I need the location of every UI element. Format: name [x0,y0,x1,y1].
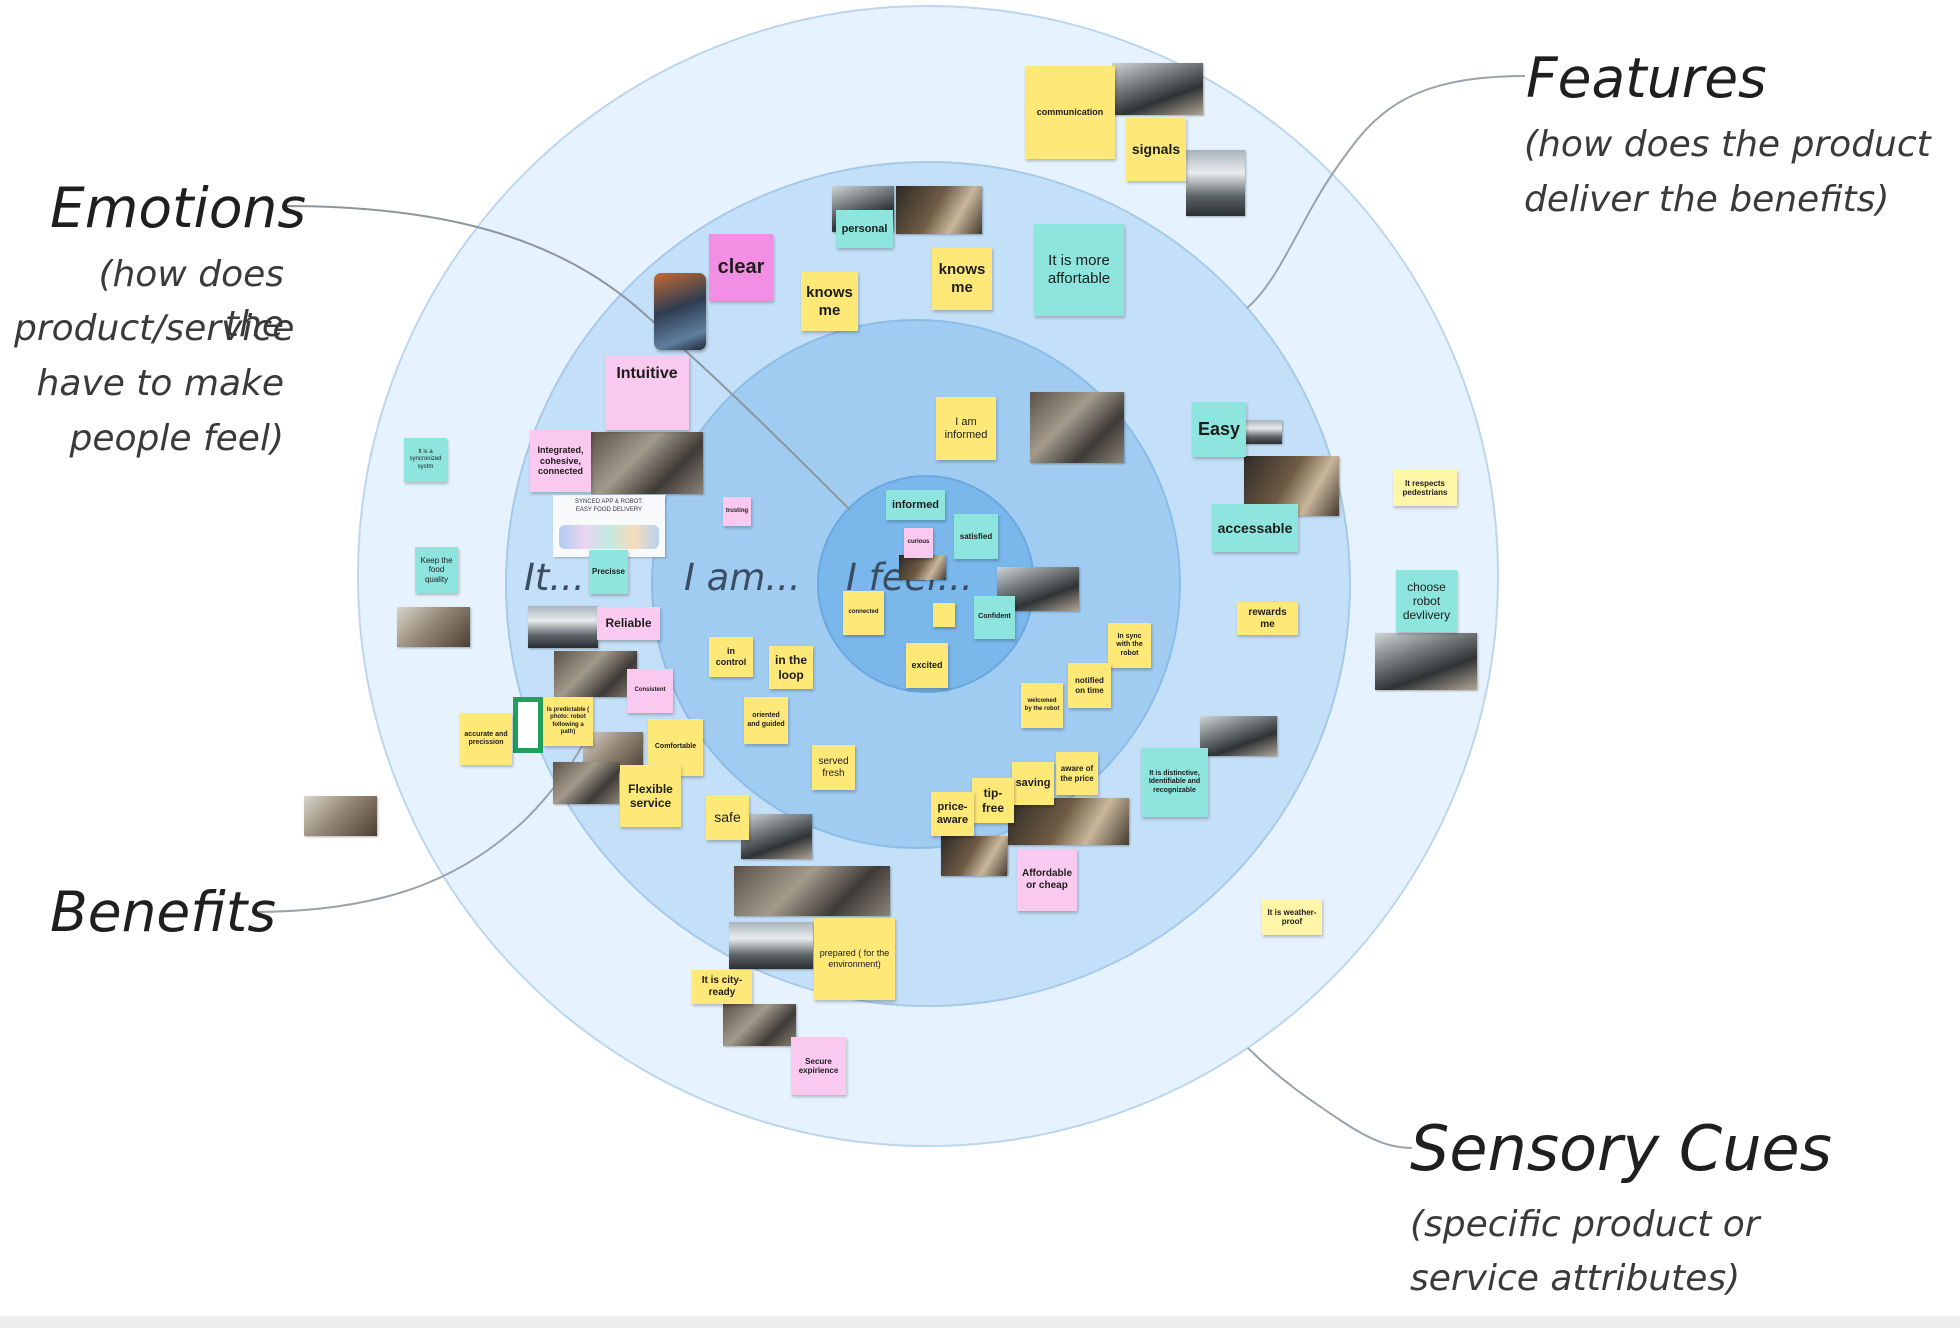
sticky-prepared[interactable]: prepared ( for the environment) [814,918,895,1000]
photo-curious-thumb [899,555,946,580]
sticky-confident[interactable]: Confident [974,596,1015,639]
sticky-excited[interactable]: excited [906,643,948,688]
photo-robot-consistent [554,651,637,697]
photo-robot-crosswalk [1030,392,1124,463]
photo-restaurant-2 [1008,798,1129,845]
sticky-secure[interactable]: Secure expirience [791,1037,846,1095]
sticky-predictable[interactable]: Is predictable ( photo: robot following … [543,697,593,746]
features-heading: Features [1526,46,1767,110]
photo-easy-thumb [1244,420,1282,444]
photo-city-robot-1 [591,432,703,494]
photo-robots-parked [1200,716,1277,756]
sticky-saving[interactable]: saving [1012,762,1054,805]
sticky-signals[interactable]: signals [1126,118,1186,181]
sticky-oriented[interactable]: oriented and guided [744,697,788,744]
sticky-integrated[interactable]: Integrated, cohesive, connected [530,430,591,492]
sticky-consistent[interactable]: Consistent [627,669,673,713]
photo-robot-reliable [528,606,598,648]
sticky-personal[interactable]: personal [836,210,893,248]
ring-label-i-am: I am... [684,556,801,599]
sticky-distinctive[interactable]: It is distinctive, Identifiable and reco… [1141,748,1208,817]
sticky-informed[interactable]: informed [886,490,945,520]
photo-robot-bike-lane [723,1004,796,1046]
infographic-title-line1: SYNCED APP & ROBOT: [575,499,643,505]
sensory-subtitle-line2: service attributes) [1410,1258,1741,1299]
emotions-connector [283,205,851,511]
sticky-flexible[interactable]: Flexible service [620,765,681,827]
photo-people-street [896,186,982,234]
image-synced-app-infographic: SYNCED APP & ROBOT: EASY FOOD DELIVERY [553,495,665,557]
photo-robot-debris [734,866,890,916]
sticky-keep-food[interactable]: Keep the food quality [415,547,458,593]
sticky-easy[interactable]: Easy [1192,402,1246,457]
sticky-aware-price[interactable]: aware of the price [1056,752,1098,795]
sticky-served-fresh[interactable]: served fresh [812,745,855,790]
emotions-subtitle-line2: product/service [14,308,295,349]
sticky-choose-robot[interactable]: choose robot devlivery [1396,570,1457,632]
ring-label-it: It... [524,556,585,599]
sensory-cues-heading: Sensory Cues [1410,1112,1832,1185]
sticky-accessable[interactable]: accessable [1212,504,1298,552]
photo-restaurant-3 [941,836,1007,876]
sticky-accurate[interactable]: accurate and precission [460,713,512,765]
photo-safe-robot [741,814,812,859]
image-app-path [513,697,543,753]
emotions-heading: Emotions [50,176,306,240]
sticky-welcomed[interactable]: welcomed by the robot [1021,683,1063,728]
photo-robot-signals [1186,150,1245,216]
sticky-city-ready[interactable]: It is city-ready [692,970,752,1004]
photo-food-bowl [397,607,470,647]
features-subtitle-line1: (how does the product [1524,124,1931,165]
sticky-in-sync[interactable]: In sync with the robot [1108,623,1151,668]
sensory-connector [1247,1047,1413,1149]
photo-robot-snow [729,922,813,969]
sticky-i-am-informed[interactable]: I am informed [936,397,996,460]
sticky-blank[interactable] [933,603,955,627]
emotions-subtitle-line4: people feel) [69,418,285,459]
sticky-in-control[interactable]: in control [709,637,753,677]
photo-choose-robot [1375,633,1477,690]
sticky-knows-me-1[interactable]: knows me [801,272,858,331]
emotions-subtitle-line3: have to make [36,363,284,404]
sticky-rewards-me[interactable]: rewards me [1237,602,1298,635]
features-connector [1246,75,1526,309]
emotions-subtitle-line1: (how does the [98,254,284,346]
sticky-satisfied[interactable]: satisfied [954,514,998,559]
sensory-subtitle-line1: (specific product or [1410,1204,1760,1245]
photo-food-table [304,796,377,836]
sticky-in-the-loop[interactable]: in the loop [769,646,813,689]
sticky-precisse[interactable]: Precisse [589,550,628,594]
sticky-notified[interactable]: notified on time [1068,663,1111,708]
sticky-reliable[interactable]: Reliable [597,607,660,640]
sticky-syncronized[interactable]: It is a syncronized systm [404,438,447,482]
photo-smartphone [654,273,706,350]
sticky-tip-free[interactable]: tip-free [972,778,1014,823]
sticky-affordable-cheap[interactable]: Affordable or cheap [1017,849,1077,911]
sticky-safe[interactable]: safe [706,795,749,840]
sticky-trusting[interactable]: trusting [723,497,751,526]
sticky-communication[interactable]: communication [1025,66,1115,159]
bottom-scroll-strip [0,1316,1960,1328]
infographic-robots [559,525,659,549]
sticky-intuitive[interactable]: Intuitive [605,355,689,430]
sticky-curious[interactable]: curious [904,528,933,558]
photo-sidewalk-robot [553,762,619,804]
sticky-connected[interactable]: connected [843,591,884,635]
features-subtitle-line2: deliver the benefits) [1524,179,1890,220]
sticky-respects-pedestrians[interactable]: It respects pedestrians [1393,470,1457,506]
sticky-clear[interactable]: clear [709,234,773,301]
sticky-knows-me-2[interactable]: knows me [932,248,992,310]
sticky-price-aware[interactable]: price-aware [931,792,974,836]
photo-app-screens [1112,63,1203,115]
sticky-more-affordable[interactable]: It is more affortable [1034,224,1124,316]
benefits-heading: Benefits [50,880,277,944]
sticky-weather-proof[interactable]: It is weather-proof [1262,899,1322,935]
infographic-title-line2: EASY FOOD DELIVERY [575,507,643,513]
